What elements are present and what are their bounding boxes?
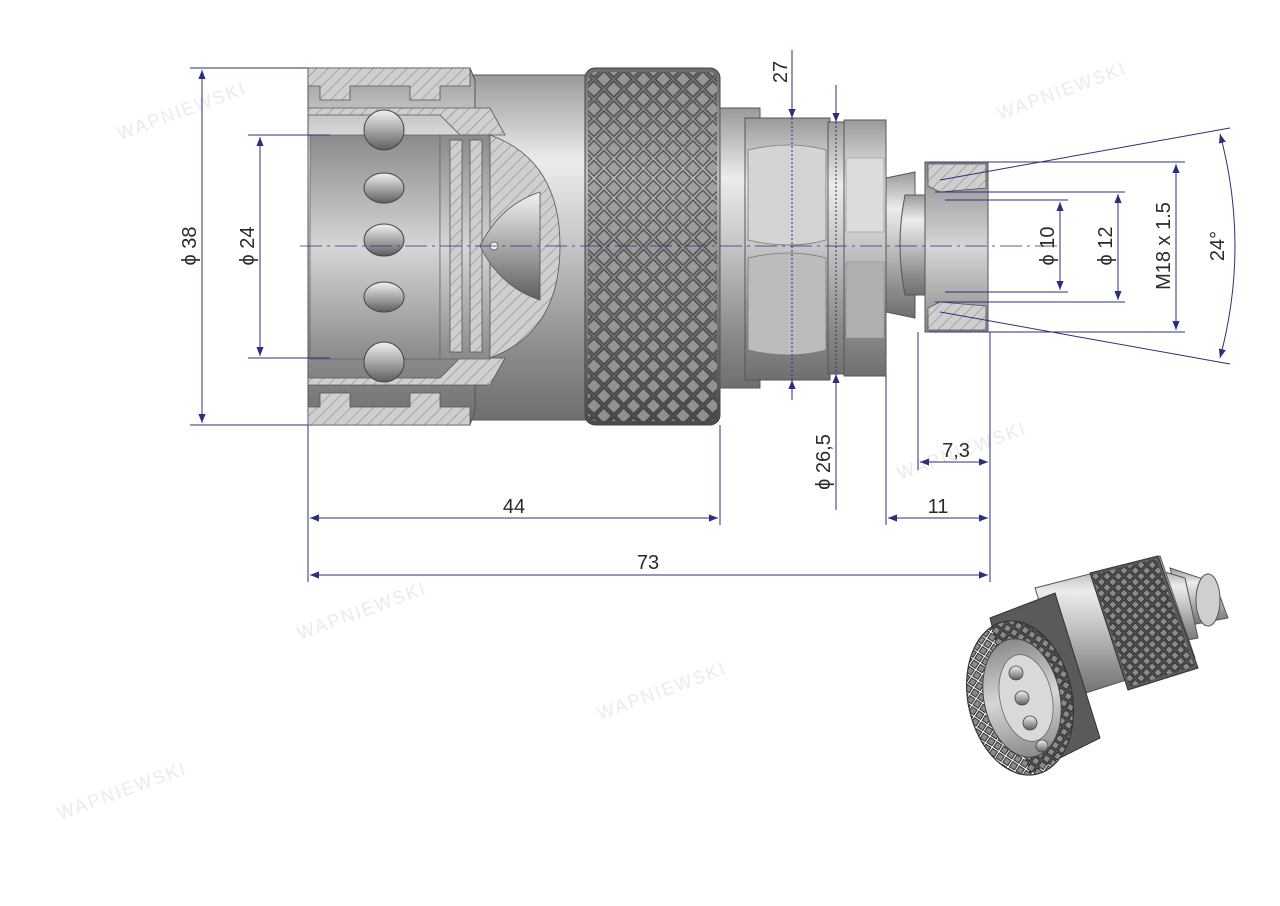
dim-thread: M18 x 1.5 [1153,202,1175,290]
render-ball [1008,665,1024,681]
render-knurl-pattern [1092,559,1194,687]
knurl-pattern [588,72,717,421]
dim-body-length: 44 [503,496,525,518]
watermark-text: WAPNIEWSKI [115,78,250,143]
hex-face [747,144,827,246]
dimension-labels: ϕ 38 ϕ 24 27 ϕ 26,5 ϕ 10 ϕ 12 M18 x 1.5 … [179,61,1229,574]
coupling-section-view [307,67,989,426]
dim-hole-12: ϕ 12 [1095,226,1117,265]
bottom-section-wall [307,392,471,426]
locking-balls [363,109,405,383]
watermark-text: WAPNIEWSKI [995,58,1130,123]
dimension-lines [190,50,1236,582]
watermark-text: WAPNIEWSKI [595,658,730,723]
ball [363,341,405,383]
ball [363,109,405,151]
hex-face [747,252,827,356]
ball [363,172,405,204]
coupling-3d-render [966,555,1229,776]
render-thread-end [1195,573,1221,627]
render-ball [1035,739,1049,753]
render-ball [1022,715,1038,731]
watermark-text: WAPNIEWSKI [55,758,190,823]
watermark-text: WAPNIEWSKI [295,578,430,643]
render-ball [1014,690,1030,706]
thread-section-bottom [927,301,987,331]
dim-outer-diameter: ϕ 38 [179,226,201,265]
dim-total-length: 73 [637,552,659,574]
dim-hole-10: ϕ 10 [1037,226,1059,265]
ball [363,223,405,257]
thread-section-top [927,163,987,193]
dim-cone-angle: 24° [1207,231,1229,261]
top-section-wall [307,67,471,101]
dim-nipple-length: 11 [928,496,949,518]
ball [363,281,405,313]
hex-face [845,157,885,233]
dim-thread-length: 7,3 [942,440,970,462]
dim-neck-diameter: ϕ 26,5 [813,434,835,490]
hex-face [845,261,885,339]
dim-hex-size: 27 [770,61,792,83]
dim-bore-diameter: ϕ 24 [237,226,259,265]
